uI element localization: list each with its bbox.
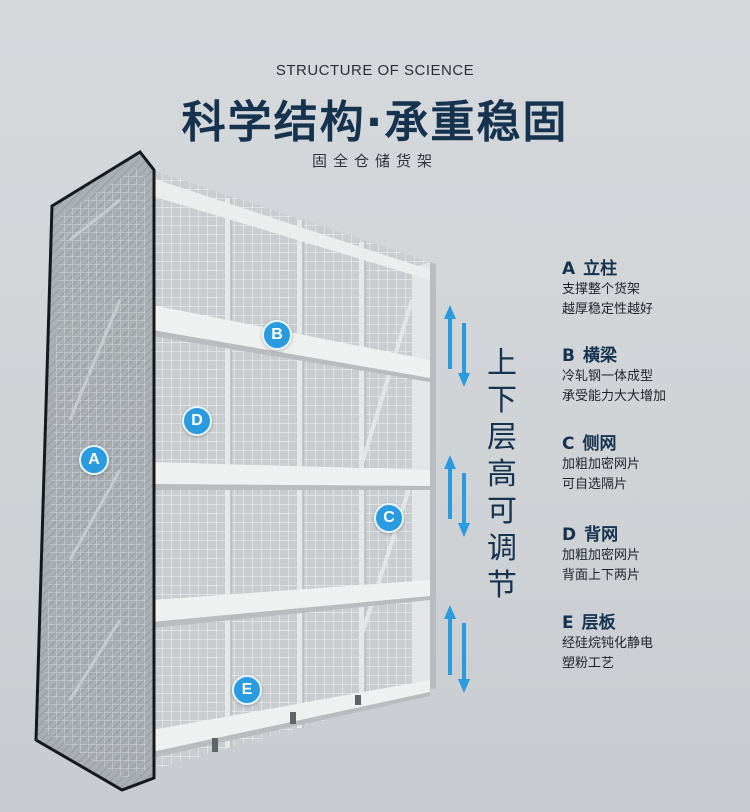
feature-desc: 承受能力大大增加 (562, 389, 667, 404)
feature-desc: 背面上下两片 (562, 568, 641, 583)
feature-desc: 加粗加密网片 (562, 457, 641, 472)
feature-desc: 越厚稳定性越好 (562, 302, 654, 317)
up-down-arrow-icon (444, 455, 470, 537)
page-title: 科学结构·承重稳固 (181, 97, 569, 148)
feature-desc: 支撑整个货架 (562, 282, 641, 297)
marker-b: B (262, 320, 292, 350)
feature-desc: 可自选隔片 (562, 477, 628, 492)
marker-e: E (232, 675, 262, 705)
marker-a: A (79, 445, 109, 475)
up-down-arrow-icon (444, 605, 470, 693)
up-down-arrow-icon (444, 305, 470, 387)
feature-desc: 塑粉工艺 (562, 656, 615, 671)
feature-desc: 冷轧钢一体成型 (562, 369, 654, 384)
rack-feet (212, 695, 361, 752)
feature-desc: 加粗加密网片 (562, 548, 641, 563)
marker-c: C (374, 503, 404, 533)
adjustable-height-label: 上下层高可调节 (487, 346, 517, 603)
feature-desc: 经硅烷钝化静电 (562, 636, 654, 651)
subtitle-en: STRUCTURE OF SCIENCE (275, 62, 475, 79)
brand-caption: 固全仓储货架 (311, 152, 438, 170)
marker-d: D (182, 406, 212, 436)
